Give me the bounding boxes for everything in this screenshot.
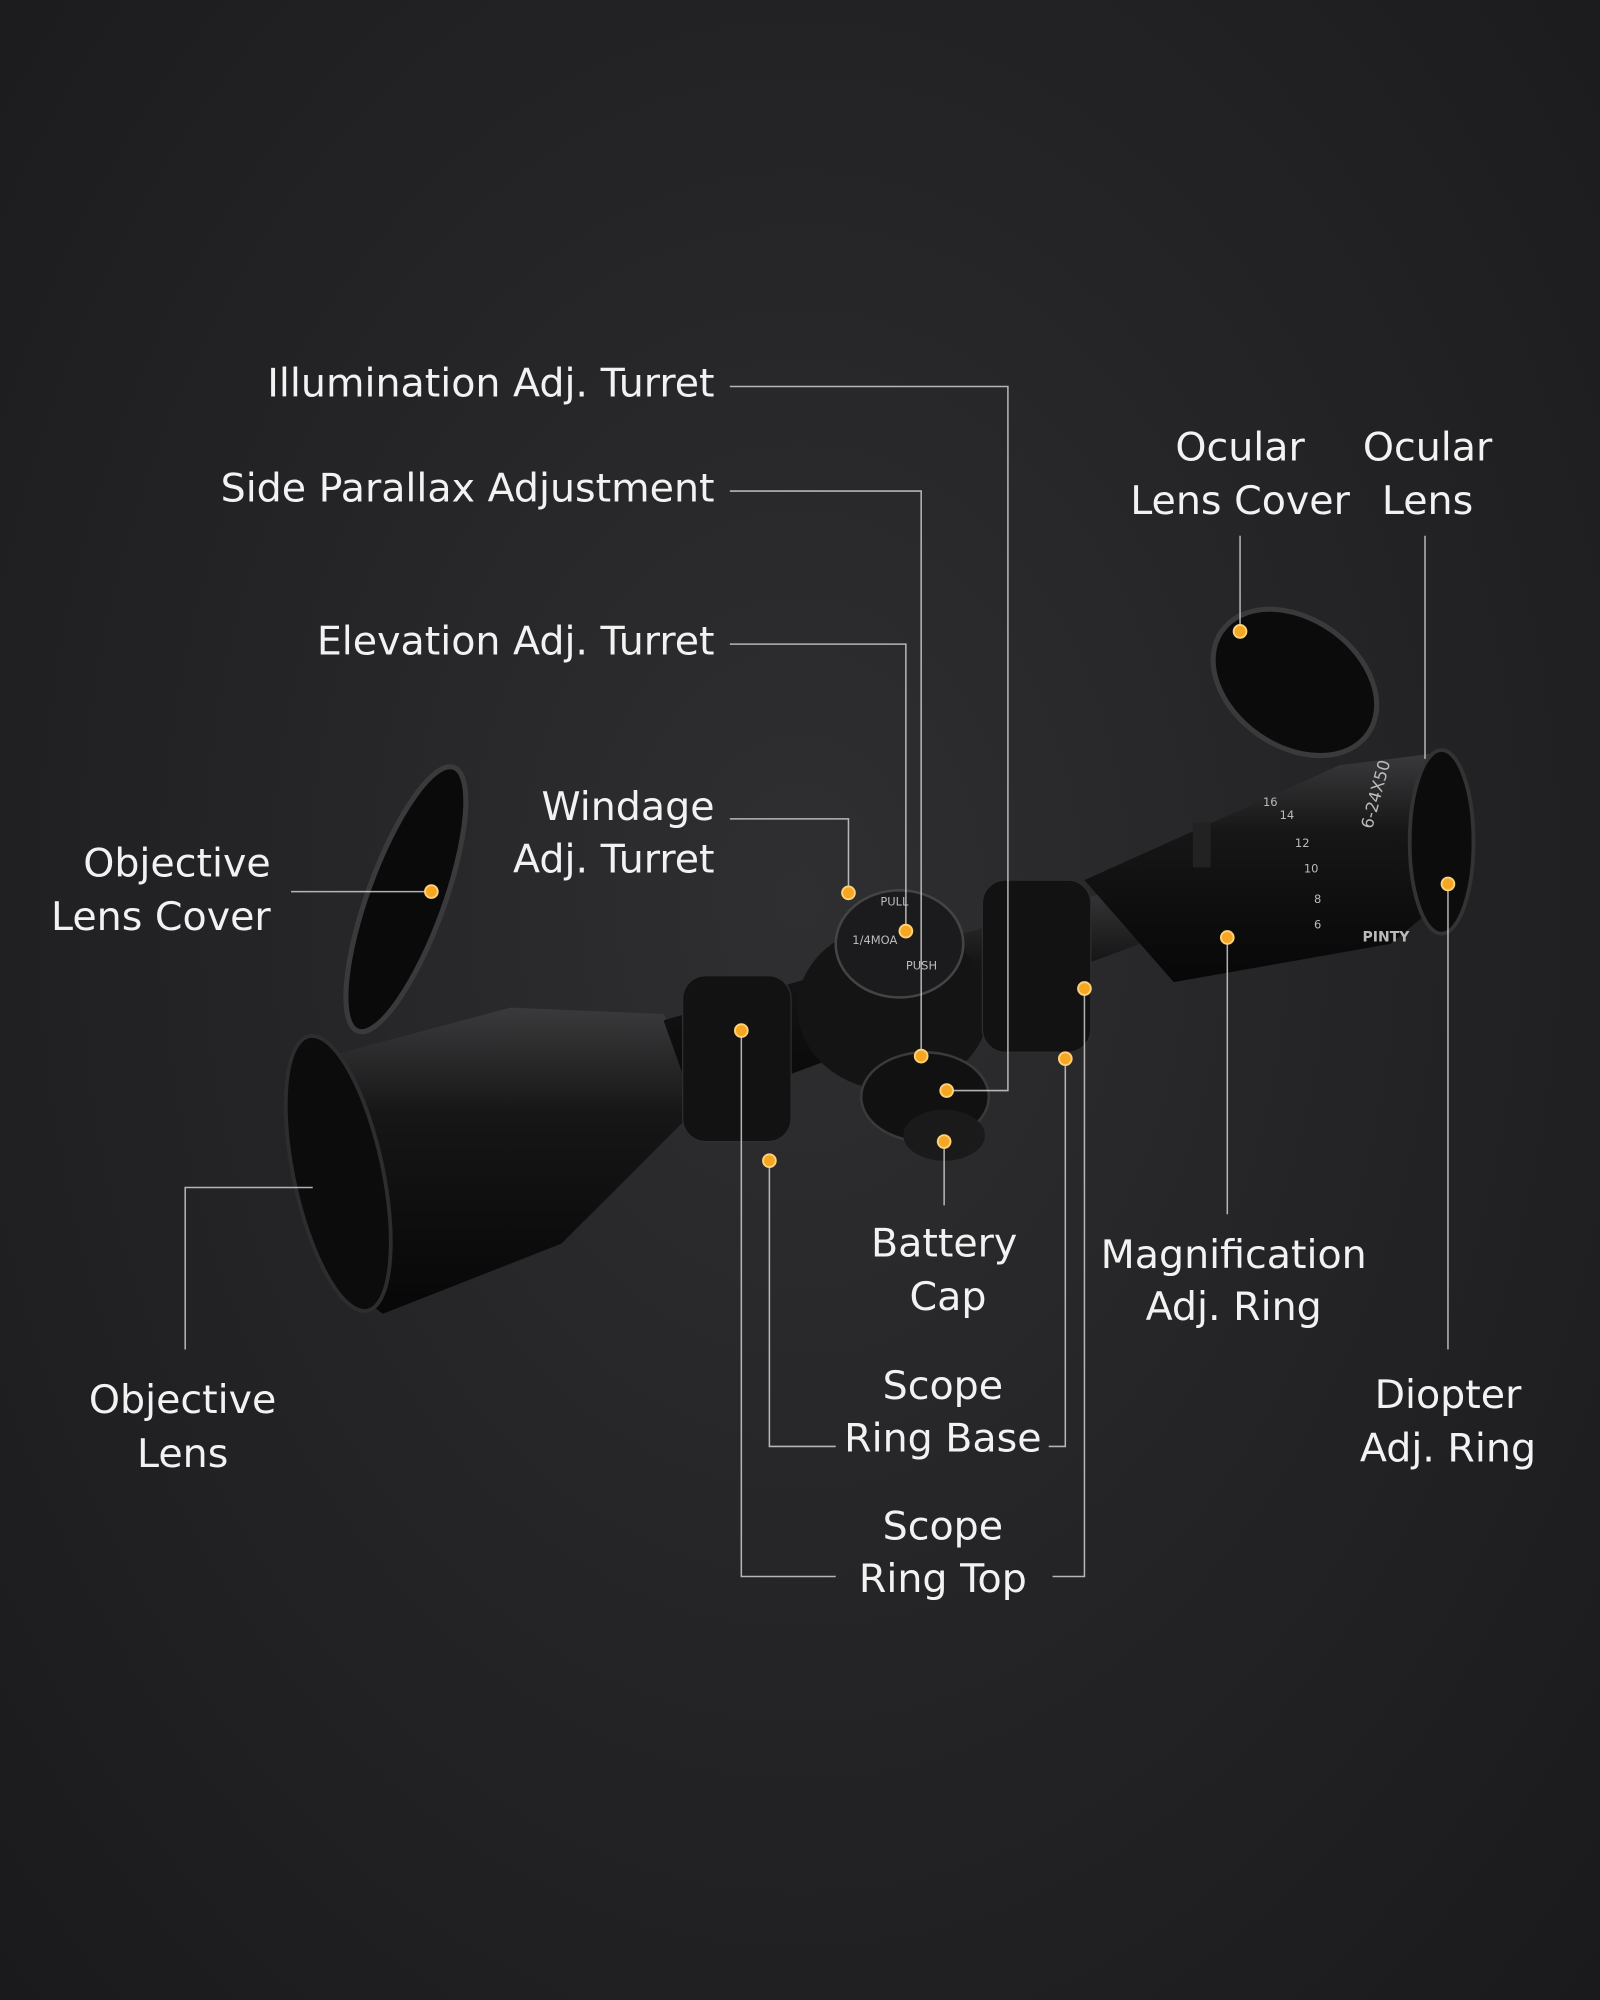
label-ring-top-line2: Ring Top (859, 1556, 1027, 1602)
label-magnification-line1: Magnification (1101, 1232, 1367, 1278)
objective-lens-shape (283, 1034, 393, 1313)
dot-objective-cover (424, 884, 439, 899)
mag-number: 16 (1263, 795, 1278, 809)
scope-ring-rear-shape (981, 879, 1092, 1053)
dot-windage (841, 885, 856, 901)
turret-moa-text: 1/4MOA (852, 933, 897, 947)
label-ocular-cover-line2: Lens Cover (1130, 478, 1350, 524)
dot-ring-base-rear (1057, 1051, 1073, 1067)
dot-ocular-cover (1232, 624, 1248, 639)
labels: Illumination Adj. Turret Side Parallax A… (51, 361, 1536, 1602)
ocular-cover-shape (1210, 606, 1380, 759)
dot-magnification (1219, 930, 1235, 945)
dot-battery-cap (936, 1134, 952, 1149)
brand-marking: PINTY (1363, 929, 1411, 945)
label-ring-base-line1: Scope (883, 1363, 1003, 1409)
label-side-parallax: Side Parallax Adjustment (221, 465, 715, 511)
dot-diopter (1440, 876, 1456, 892)
callout-dots (424, 624, 1456, 1169)
dot-ring-base-front (762, 1153, 777, 1169)
mag-number: 8 (1314, 892, 1321, 906)
mag-number: 14 (1280, 808, 1295, 822)
scope-illustration: PULL PUSH 1/4MOA 6-24X50 PINTY 6 8 10 12… (283, 606, 1476, 1314)
dot-illumination (939, 1083, 955, 1098)
dot-elevation (898, 923, 914, 939)
label-windage-line2: Adj. Turret (513, 836, 715, 882)
label-objective-lens-line1: Objective (89, 1377, 276, 1423)
mag-number: 6 (1314, 918, 1321, 932)
label-ocular-lens-line1: Ocular (1363, 424, 1493, 470)
dot-ring-top-front (733, 1023, 749, 1038)
label-elevation-turret: Elevation Adj. Turret (317, 618, 715, 664)
label-ring-top-line1: Scope (883, 1504, 1003, 1550)
label-ocular-cover-line1: Ocular (1175, 424, 1305, 470)
label-ring-base-line2: Ring Base (844, 1416, 1041, 1462)
turret-pull-text: PULL (880, 895, 909, 909)
label-diopter-line1: Diopter (1375, 1372, 1523, 1418)
scope-ring-front-shape (682, 975, 792, 1143)
objective-cover-shape (343, 764, 469, 1035)
leader-lines (184, 385, 1449, 1578)
mag-number: 10 (1304, 861, 1319, 875)
mag-number: 12 (1295, 836, 1310, 850)
label-ocular-lens-line2: Lens (1382, 478, 1473, 524)
label-illumination-turret: Illumination Adj. Turret (267, 361, 714, 407)
throw-lever-shape (1192, 822, 1211, 868)
label-objective-cover-line2: Lens Cover (51, 894, 271, 940)
label-battery-cap-line1: Battery (871, 1220, 1017, 1266)
label-diopter-line2: Adj. Ring (1360, 1426, 1536, 1472)
label-magnification-line2: Adj. Ring (1146, 1284, 1322, 1330)
label-windage-line1: Windage (542, 784, 715, 830)
dot-ring-top-rear (1077, 981, 1092, 996)
dot-parallax (913, 1048, 929, 1064)
label-objective-lens-line2: Lens (137, 1431, 228, 1477)
label-objective-cover-line1: Objective (83, 840, 270, 886)
elevation-turret-shape (834, 889, 965, 999)
label-battery-cap-line2: Cap (909, 1274, 986, 1320)
